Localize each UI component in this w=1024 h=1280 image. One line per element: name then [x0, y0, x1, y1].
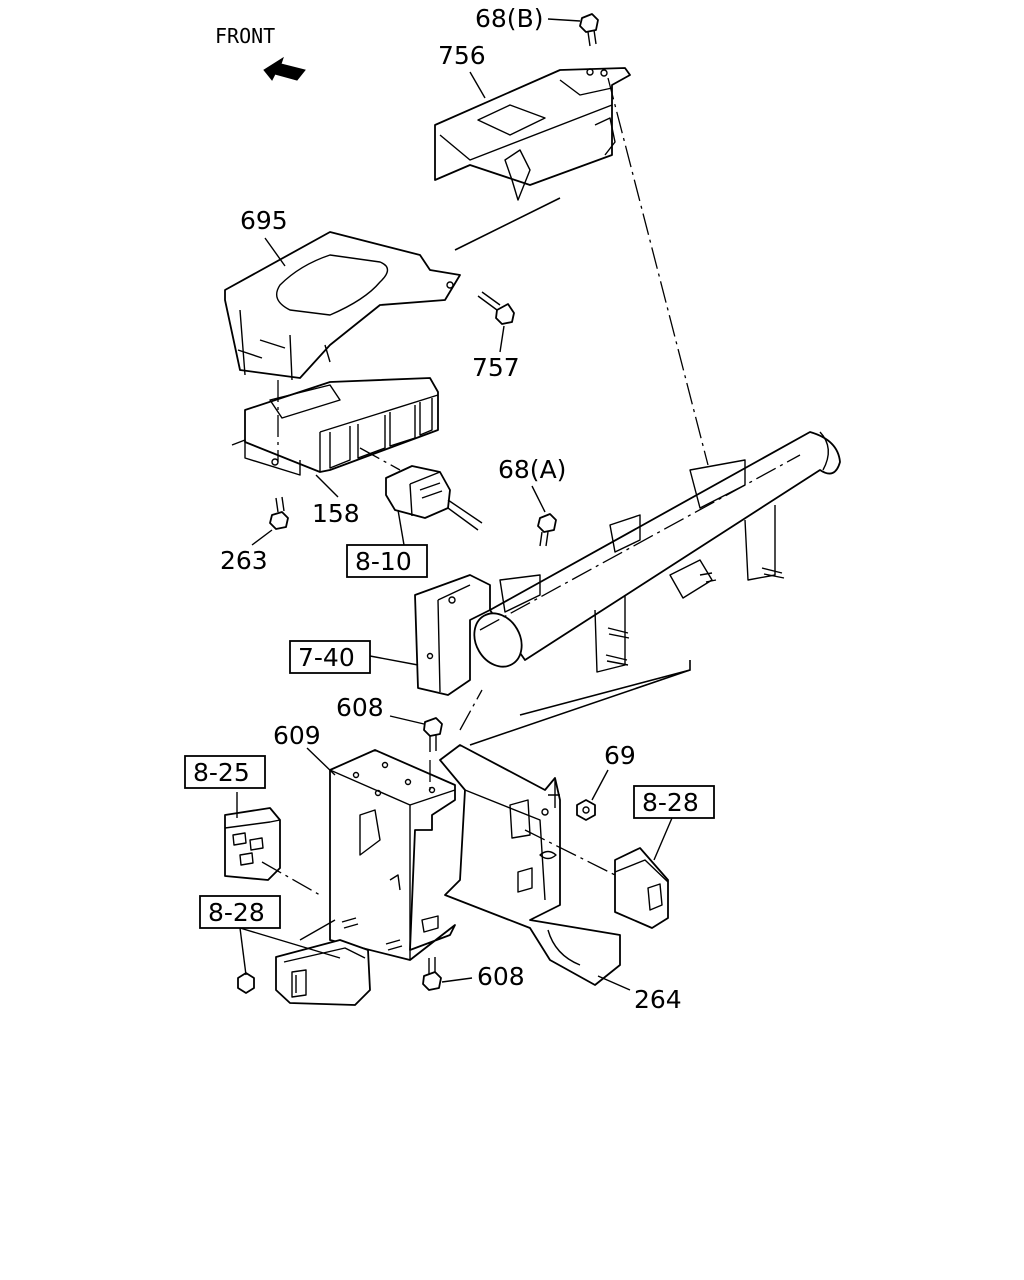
ref-8-28-right-label: 8-28 — [642, 788, 699, 817]
callout-756: 756 — [438, 41, 486, 70]
ref-8-28-left: 8-28 — [199, 895, 281, 929]
fasteners — [237, 13, 599, 994]
ref-7-40: 7-40 — [289, 640, 371, 674]
ref-7-40-label: 7-40 — [298, 643, 355, 672]
callout-263: 263 — [220, 546, 268, 575]
callout-68b: 68(B) — [475, 4, 543, 33]
callout-757: 757 — [472, 353, 520, 382]
part-609-bracket — [329, 749, 456, 961]
connector-8-10 — [359, 447, 483, 531]
callout-labels: 68(B) 756 695 757 68(A) 158 263 608 609 … — [220, 4, 682, 1014]
arrow-upleft-icon — [263, 56, 306, 81]
callout-264: 264 — [634, 985, 682, 1014]
part-756-bracket — [434, 67, 631, 201]
ref-8-28-left-label: 8-28 — [208, 898, 265, 927]
cross-car-beam — [473, 431, 841, 673]
callout-69: 69 — [604, 741, 636, 770]
part-695-bracket — [224, 231, 461, 381]
ref-8-25-label: 8-25 — [193, 758, 250, 787]
ref-8-28-right: 8-28 — [633, 785, 715, 819]
module-8-25 — [224, 807, 281, 881]
part-264-bracket — [439, 744, 621, 986]
callout-609: 609 — [273, 721, 321, 750]
beam-end-bracket — [414, 574, 491, 696]
callout-608-top: 608 — [336, 693, 384, 722]
callout-608-bottom: 608 — [477, 962, 525, 991]
callout-68a: 68(A) — [498, 455, 566, 484]
ref-8-25: 8-25 — [184, 755, 266, 789]
front-label: FRONT — [215, 24, 275, 48]
leader-lines — [236, 18, 673, 991]
front-indicator: FRONT — [215, 24, 306, 81]
module-8-28-right — [614, 847, 669, 929]
part-158-control-unit — [231, 377, 439, 476]
ref-8-10: 8-10 — [346, 544, 428, 578]
reference-boxes: 8-10 7-40 8-25 8-28 8-28 — [184, 544, 715, 929]
module-8-28-left — [275, 919, 371, 1006]
ref-8-10-label: 8-10 — [355, 547, 412, 576]
callout-158: 158 — [312, 499, 360, 528]
assembly-lines — [261, 77, 709, 896]
callout-695: 695 — [240, 206, 288, 235]
